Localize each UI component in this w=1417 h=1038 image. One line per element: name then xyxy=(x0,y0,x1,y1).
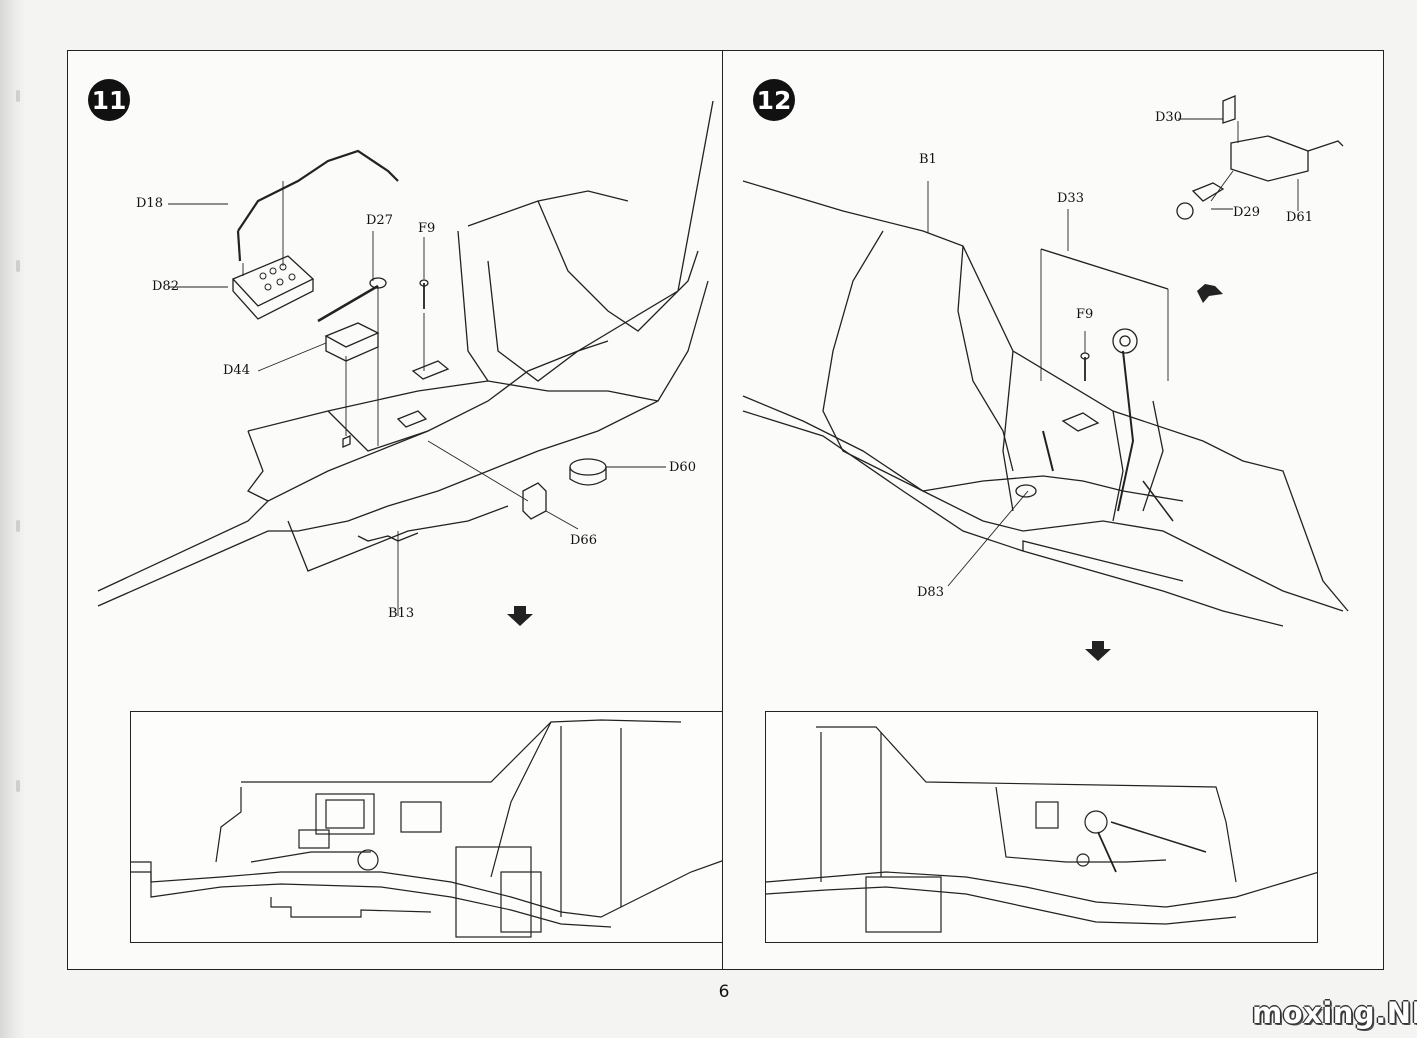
binding-mark xyxy=(16,520,20,532)
part-label-d82: D82 xyxy=(152,279,179,294)
binding-mark xyxy=(16,90,20,102)
fuselage-outline xyxy=(742,395,1344,612)
part-label-d33: D33 xyxy=(1057,191,1084,206)
binding-edge xyxy=(0,0,26,1038)
fuselage-outline xyxy=(742,410,1284,627)
floor xyxy=(922,475,1184,502)
lever-mechanism xyxy=(1112,328,1138,354)
page-number: 6 xyxy=(718,982,730,1002)
step-11-result-inset xyxy=(130,711,722,943)
keel-tabs xyxy=(357,532,419,542)
part-label-d18: D18 xyxy=(136,196,163,211)
floor-edge xyxy=(327,410,429,452)
cockpit-wall xyxy=(537,200,699,332)
part-label-d66: D66 xyxy=(570,533,597,548)
step-number-badge: 12 xyxy=(753,79,795,121)
d29-part xyxy=(1191,182,1225,202)
fuselage-spine xyxy=(457,230,489,382)
part-label-d29: D29 xyxy=(1233,205,1260,220)
part-label-b13: B13 xyxy=(388,606,415,621)
step-12-result-inset xyxy=(765,711,1318,943)
fuselage-outline xyxy=(97,100,714,592)
d66-tab xyxy=(522,482,547,520)
d18-tube xyxy=(237,149,399,232)
step-11-side-view xyxy=(131,719,722,938)
keel xyxy=(287,505,509,572)
part-label-b1: B1 xyxy=(919,152,937,167)
part-label-d27: D27 xyxy=(366,213,393,228)
step-11-panel: 11 xyxy=(67,50,723,970)
cockpit-frame xyxy=(1002,350,1014,512)
part-label-f9: F9 xyxy=(1076,307,1094,322)
direction-arrow xyxy=(1197,284,1223,303)
step-number-badge: 11 xyxy=(88,79,130,121)
part-label-d61: D61 xyxy=(1286,210,1313,225)
step-11-assembly-drawing xyxy=(97,100,714,626)
d33-wire xyxy=(1040,248,1169,290)
d82-panel xyxy=(231,255,315,307)
binding-mark xyxy=(16,260,20,272)
d61-part xyxy=(1230,135,1309,182)
cockpit-frame xyxy=(957,245,1014,472)
part-label-d60: D60 xyxy=(669,460,696,475)
cockpit-floor xyxy=(247,380,659,432)
fuselage-spine xyxy=(467,190,629,227)
d30-part xyxy=(1222,95,1236,124)
floor-edge xyxy=(247,430,269,502)
part-label-d83: D83 xyxy=(917,585,944,600)
step-12-side-view xyxy=(766,726,1317,933)
continuation-arrow xyxy=(1085,641,1111,661)
fuselage-outline xyxy=(97,280,709,607)
binding-mark xyxy=(16,780,20,792)
d60-gauge xyxy=(569,458,607,476)
part-label-d30: D30 xyxy=(1155,110,1182,125)
step-12-assembly-drawing xyxy=(742,95,1349,661)
site-watermark: moxing.NET xyxy=(1252,996,1417,1030)
d44-box xyxy=(324,322,380,362)
d27-rod xyxy=(317,284,379,323)
lower-tabs xyxy=(1022,540,1184,582)
part-label-f9: F9 xyxy=(418,221,436,236)
continuation-arrow xyxy=(507,606,533,626)
part-label-d44: D44 xyxy=(223,363,250,378)
inner-wall xyxy=(487,260,609,382)
cockpit-frame xyxy=(1112,410,1124,522)
cockpit-frame xyxy=(822,230,924,492)
d83-part xyxy=(1015,484,1037,498)
step-12-panel: 12 xyxy=(722,50,1384,970)
